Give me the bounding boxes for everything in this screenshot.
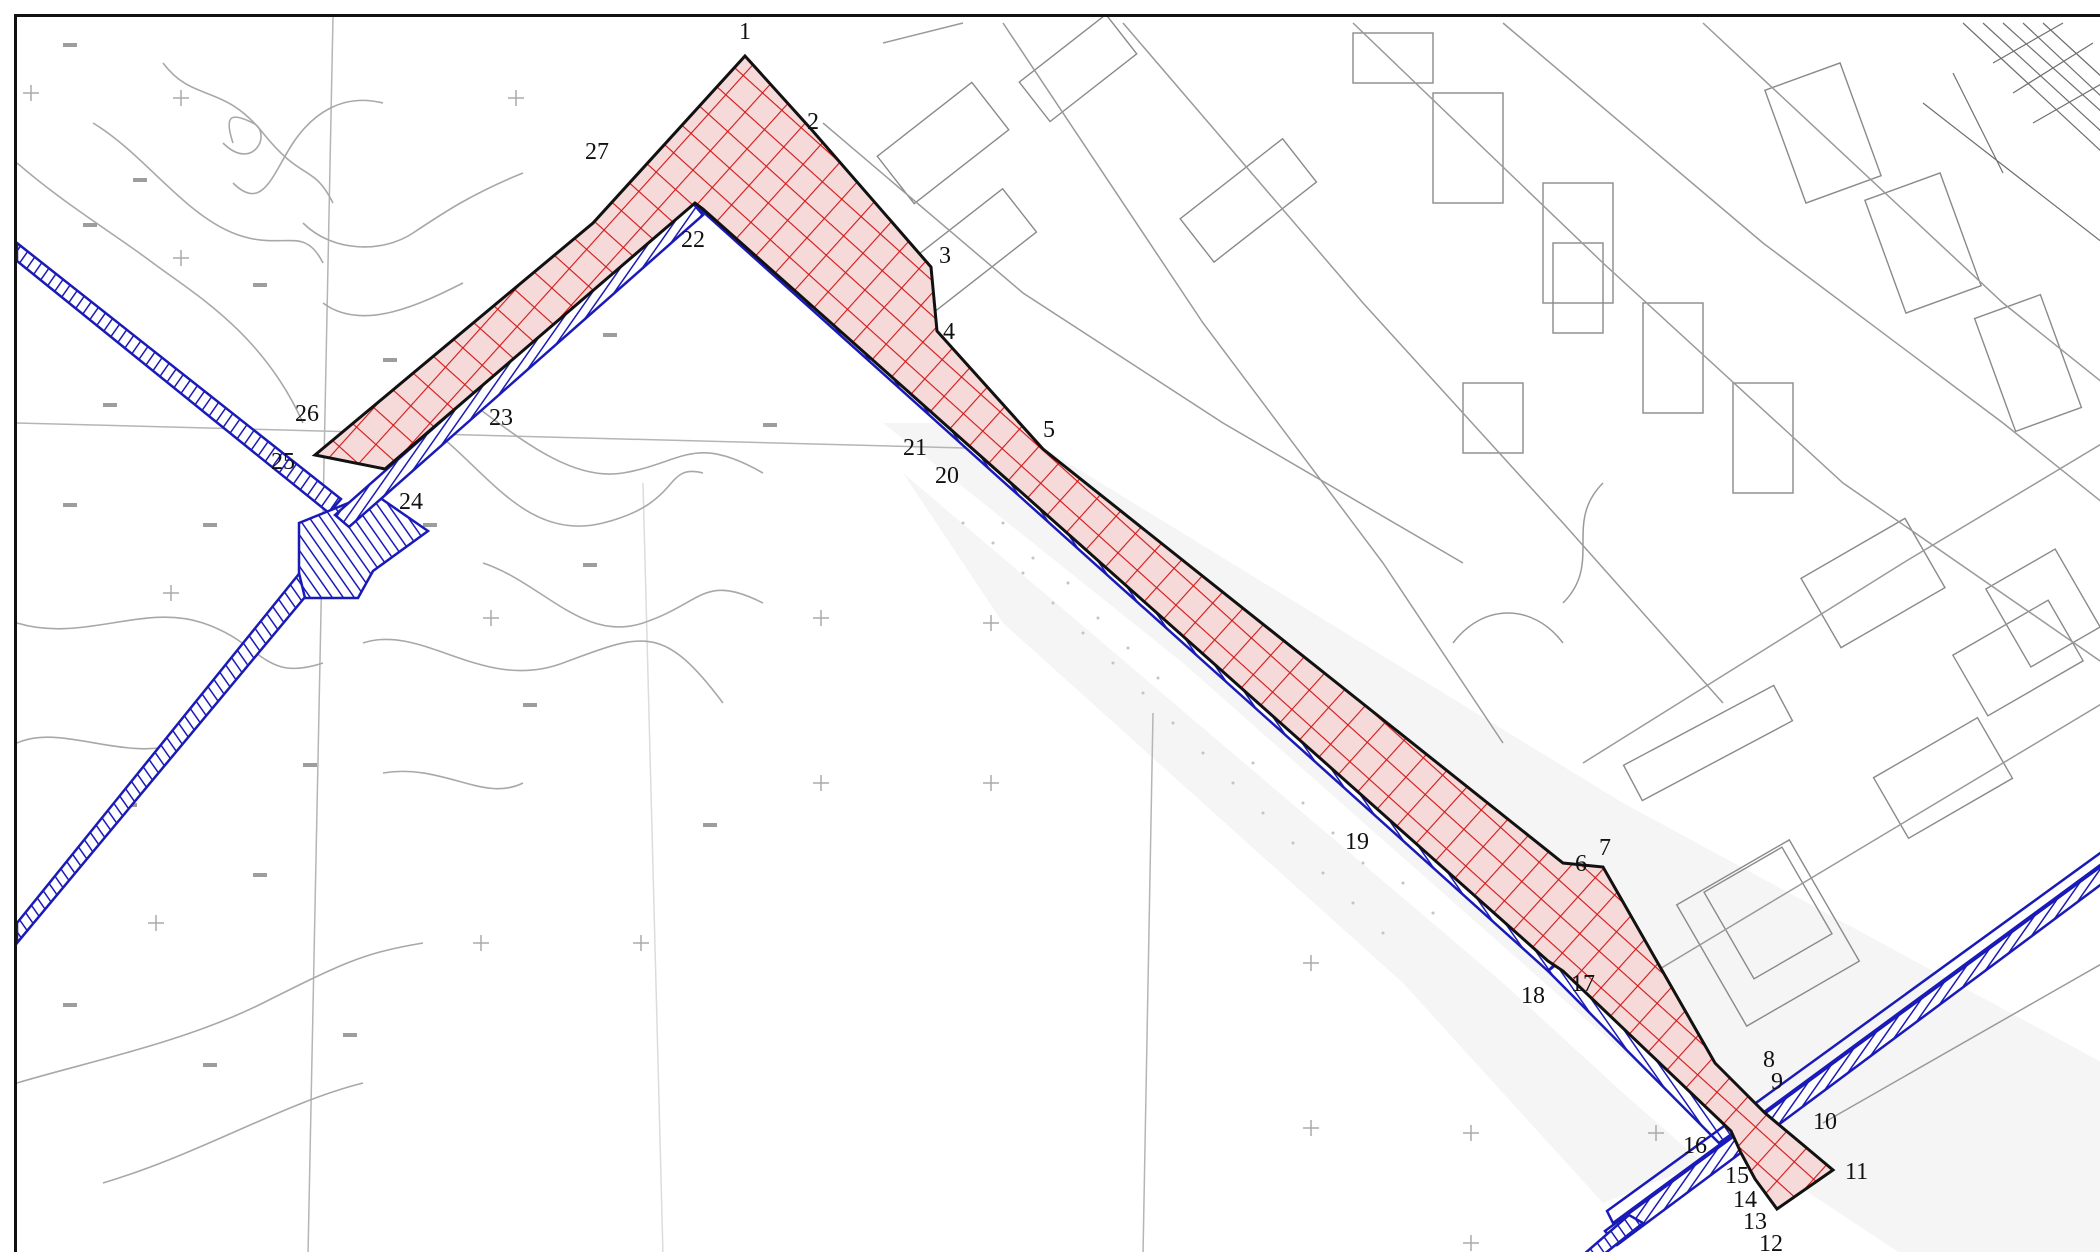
road-lines bbox=[822, 22, 2100, 1124]
vertex-label-21: 21 bbox=[903, 435, 927, 461]
vertex-label-17: 17 bbox=[1571, 971, 1595, 997]
vertex-label-7: 7 bbox=[1599, 835, 1611, 861]
vertex-label-18: 18 bbox=[1521, 983, 1545, 1009]
vertex-label-6: 6 bbox=[1575, 851, 1587, 877]
map-canvas[interactable]: 1 2 3 4 5 6 7 8 9 10 11 12 13 14 15 16 1… bbox=[17, 17, 2100, 1252]
vertex-labels: 1 2 3 4 5 6 7 8 9 10 11 12 13 14 15 16 1… bbox=[271, 19, 1868, 1252]
vertex-label-26: 26 bbox=[295, 401, 319, 427]
vertex-label-15: 15 bbox=[1725, 1163, 1749, 1189]
vertex-label-4: 4 bbox=[943, 319, 955, 345]
corridor-east-trunk-2 bbox=[1605, 851, 2100, 1225]
topographic-basemap bbox=[17, 17, 2100, 1252]
vertex-label-14: 14 bbox=[1733, 1187, 1757, 1213]
vertex-label-22: 22 bbox=[681, 227, 705, 253]
dense-urban-patch bbox=[1922, 22, 2100, 242]
zone-polygon bbox=[311, 53, 1836, 1212]
vertex-label-10: 10 bbox=[1813, 1109, 1837, 1135]
vertex-label-23: 23 bbox=[489, 405, 513, 431]
corridor-east-lower bbox=[1584, 1213, 1646, 1252]
vertex-label-27: 27 bbox=[585, 139, 609, 165]
vertex-label-25: 25 bbox=[271, 449, 295, 475]
boundary-zone[interactable] bbox=[311, 53, 1836, 1212]
vertex-label-8: 8 bbox=[1763, 1047, 1775, 1073]
utility-corridors bbox=[17, 199, 2100, 1252]
vertex-label-9: 9 bbox=[1771, 1069, 1783, 1095]
vertex-label-11: 11 bbox=[1845, 1159, 1868, 1185]
vertex-label-20: 20 bbox=[935, 463, 959, 489]
vertex-label-1: 1 bbox=[739, 19, 751, 45]
vertex-label-16: 16 bbox=[1683, 1133, 1707, 1159]
vertex-label-24: 24 bbox=[399, 489, 423, 515]
vertex-label-3: 3 bbox=[939, 243, 951, 269]
vertex-label-12: 12 bbox=[1759, 1231, 1783, 1252]
corridor-segment-23-22 bbox=[333, 199, 705, 529]
dotted-terrain bbox=[961, 521, 1435, 935]
vertex-label-19: 19 bbox=[1345, 829, 1369, 855]
contour-lines bbox=[17, 62, 904, 1184]
vertex-label-2: 2 bbox=[807, 109, 819, 135]
grid-crosses bbox=[23, 85, 1664, 1251]
vertex-label-5: 5 bbox=[1043, 417, 1055, 443]
map-frame: 1 2 3 4 5 6 7 8 9 10 11 12 13 14 15 16 1… bbox=[14, 14, 2100, 1252]
vertex-label-13: 13 bbox=[1743, 1209, 1767, 1235]
